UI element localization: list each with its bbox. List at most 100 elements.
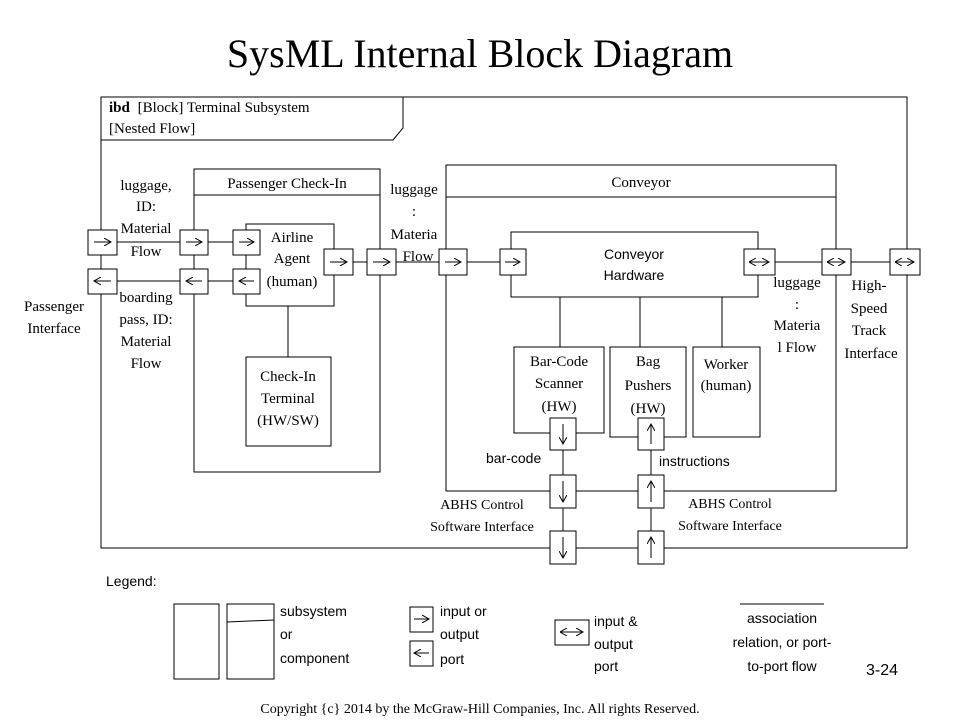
svg-text:l Flow: l Flow bbox=[778, 340, 817, 356]
passenger-checkin-label: Passenger Check-In bbox=[227, 176, 347, 192]
airline-agent-line2: Agent bbox=[274, 251, 311, 267]
port-agent-pass-out bbox=[232, 268, 261, 295]
barcode-scanner-line1: Bar-Code bbox=[530, 354, 588, 370]
luggage-out-label: luggage : Materia l Flow bbox=[773, 275, 821, 356]
svg-text:Software Interface: Software Interface bbox=[678, 519, 782, 534]
svg-text:port: port bbox=[594, 658, 618, 674]
svg-text:input or: input or bbox=[440, 603, 487, 619]
svg-text:association: association bbox=[747, 610, 817, 626]
checkin-terminal-block: Check-In Terminal (HW/SW) bbox=[245, 356, 332, 447]
svg-text:High-: High- bbox=[852, 278, 887, 294]
svg-text::: : bbox=[412, 204, 416, 220]
legend-subsystem: subsystem or component bbox=[173, 603, 349, 680]
legend-title: Legend: bbox=[106, 573, 157, 589]
svg-text:Interface: Interface bbox=[844, 346, 898, 362]
conveyor-hardware-line1: Conveyor bbox=[604, 246, 664, 262]
conveyor-hardware-line2: Hardware bbox=[604, 267, 665, 283]
legend-association: association relation, or port- to-port f… bbox=[733, 603, 832, 674]
luggage-mid-label: luggage : Materia Flow bbox=[390, 182, 438, 265]
passenger-interface-label: Passenger Interface bbox=[24, 299, 84, 337]
svg-text:output: output bbox=[594, 636, 633, 652]
svg-text:luggage: luggage bbox=[773, 275, 821, 291]
svg-text:or: or bbox=[280, 626, 293, 642]
svg-text:ABHS Control: ABHS Control bbox=[440, 498, 524, 513]
bag-pushers-line3: (HW) bbox=[631, 401, 666, 417]
luggage-in-label: luggage, ID: Material Flow bbox=[120, 178, 171, 260]
legend-inout-port: input & output port bbox=[554, 613, 638, 674]
port-abhs-instructions-in bbox=[637, 530, 665, 565]
port-checkin-pass-out bbox=[179, 268, 209, 295]
port-passenger-interface-out bbox=[87, 268, 118, 295]
frame-header-line1: ibd [Block] Terminal Subsystem bbox=[109, 100, 310, 116]
svg-text:Interface: Interface bbox=[27, 321, 81, 337]
svg-text:Software Interface: Software Interface bbox=[430, 520, 534, 535]
barcode-scanner-line3: (HW) bbox=[542, 399, 577, 415]
port-checkin-luggage-out bbox=[366, 248, 397, 276]
bag-pushers-line1: Bag bbox=[636, 354, 661, 370]
svg-text:Passenger: Passenger bbox=[24, 299, 84, 315]
port-agent-luggage-out bbox=[323, 248, 354, 276]
barcode-scanner-block: Bar-Code Scanner (HW) bbox=[513, 346, 605, 434]
conveyor-label: Conveyor bbox=[611, 175, 670, 191]
svg-text:relation, or port-: relation, or port- bbox=[733, 634, 832, 650]
port-passenger-interface-in bbox=[87, 229, 118, 256]
port-conveyor-luggage-in bbox=[438, 248, 468, 276]
svg-text:port: port bbox=[440, 651, 464, 667]
checkin-terminal-line1: Check-In bbox=[260, 369, 316, 385]
svg-text:ID:: ID: bbox=[136, 199, 156, 215]
flow-lines bbox=[117, 241, 890, 531]
svg-text:Flow: Flow bbox=[403, 249, 434, 265]
bag-pushers-block: Bag Pushers (HW) bbox=[609, 346, 687, 438]
port-conveyor-luggage-out bbox=[821, 248, 852, 276]
airline-agent-line3: (human) bbox=[267, 274, 318, 290]
port-conveyor-barcode-out bbox=[549, 474, 577, 509]
airline-agent-block: Airline Agent (human) bbox=[245, 223, 335, 307]
high-speed-track-label: High- Speed Track Interface bbox=[844, 278, 898, 362]
port-hardware-luggage-in bbox=[499, 248, 527, 276]
port-scanner-barcode-out bbox=[549, 417, 577, 451]
svg-text::: : bbox=[795, 297, 799, 313]
svg-text:Flow: Flow bbox=[131, 244, 162, 260]
barcode-label: bar-code bbox=[486, 450, 541, 466]
svg-text:output: output bbox=[440, 626, 479, 642]
svg-text:Material: Material bbox=[121, 221, 172, 237]
worker-line1: Worker bbox=[704, 357, 749, 373]
svg-text:subsystem: subsystem bbox=[280, 603, 347, 619]
port-high-speed-track-interface bbox=[889, 248, 921, 276]
page-number: 3-24 bbox=[866, 662, 899, 679]
abhs-right-label: ABHS Control Software Interface bbox=[678, 497, 782, 534]
svg-text:to-port flow: to-port flow bbox=[747, 658, 817, 674]
abhs-left-label: ABHS Control Software Interface bbox=[430, 498, 534, 535]
checkin-terminal-line2: Terminal bbox=[261, 391, 315, 407]
svg-text:Materia: Materia bbox=[774, 318, 821, 334]
svg-text:ABHS Control: ABHS Control bbox=[688, 497, 772, 512]
svg-text:Material: Material bbox=[121, 334, 172, 350]
page-title: SysML Internal Block Diagram bbox=[226, 31, 734, 76]
port-conveyor-instructions-in bbox=[637, 474, 665, 509]
svg-text:Materia: Materia bbox=[391, 227, 438, 243]
worker-block: Worker (human) bbox=[692, 346, 761, 438]
port-pushers-instructions-in bbox=[637, 417, 665, 451]
ibd-frame: ibd [Block] Terminal Subsystem [Nested F… bbox=[100, 96, 908, 549]
barcode-scanner-line2: Scanner bbox=[535, 376, 583, 392]
instructions-label: instructions bbox=[659, 453, 730, 469]
port-abhs-barcode-out bbox=[549, 530, 577, 565]
checkin-terminal-line3: (HW/SW) bbox=[257, 413, 319, 429]
svg-text:input &: input & bbox=[594, 613, 638, 629]
worker-line2: (human) bbox=[701, 378, 752, 394]
bag-pushers-line2: Pushers bbox=[625, 378, 672, 394]
svg-text:boarding: boarding bbox=[119, 290, 173, 306]
svg-text:luggage: luggage bbox=[390, 182, 438, 198]
svg-text:component: component bbox=[280, 650, 349, 666]
passenger-checkin-block: Passenger Check-In bbox=[193, 168, 381, 473]
svg-text:Speed: Speed bbox=[851, 301, 888, 317]
svg-text:luggage,: luggage, bbox=[120, 178, 171, 194]
port-hardware-luggage-out bbox=[743, 248, 776, 276]
hardware-associations bbox=[559, 297, 723, 347]
boarding-pass-label: boarding pass, ID: Material Flow bbox=[119, 290, 173, 372]
airline-agent-line1: Airline bbox=[271, 230, 314, 246]
copyright-notice: Copyright {c} 2014 by the McGraw-Hill Co… bbox=[260, 702, 700, 717]
conveyor-hardware-block: Conveyor Hardware bbox=[510, 231, 759, 298]
port-agent-luggage-in bbox=[232, 229, 261, 256]
